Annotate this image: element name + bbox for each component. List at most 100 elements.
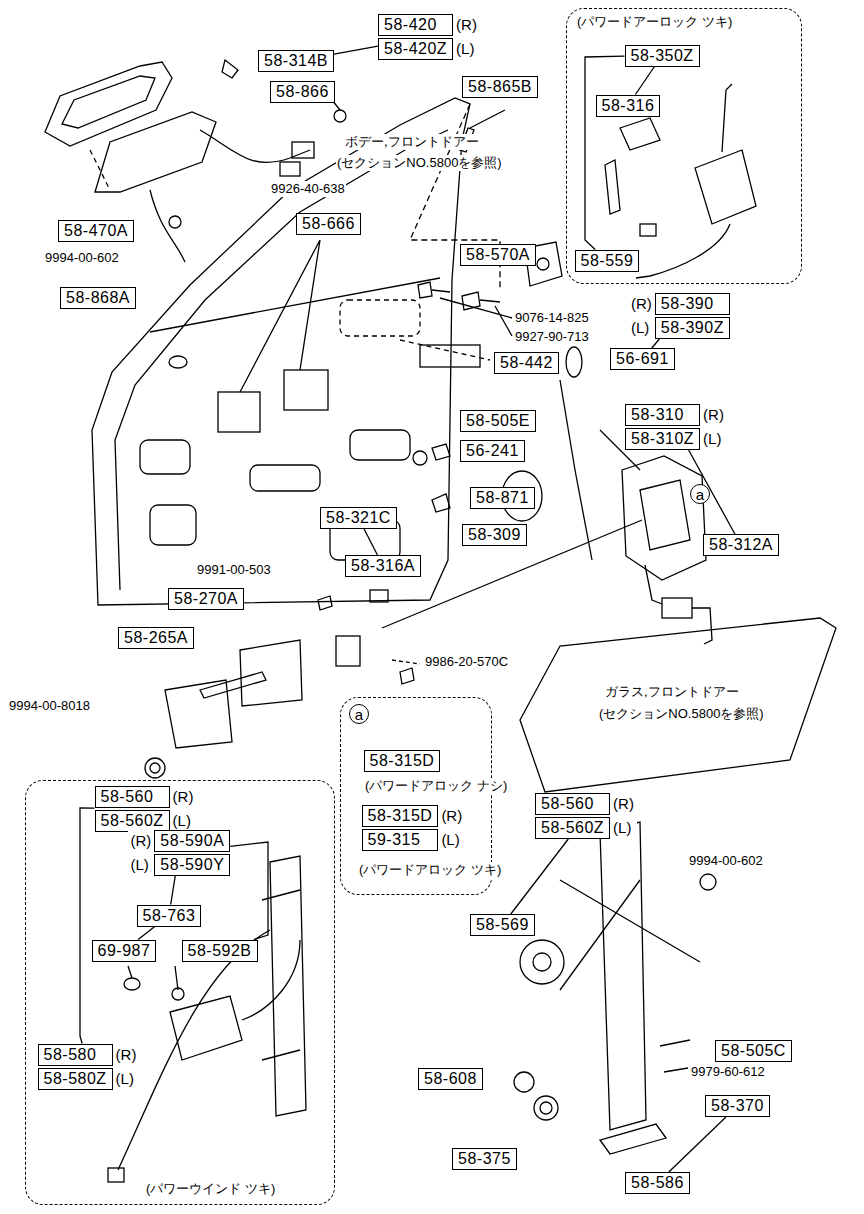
side-mark: (L) <box>170 811 197 831</box>
part-label: 9926-40-638 <box>270 181 346 197</box>
side-mark: (R) <box>170 787 197 807</box>
callout-number: 58-375 <box>452 1148 517 1170</box>
part-callout: 58-470A <box>58 220 134 242</box>
regulator-arm <box>560 880 700 990</box>
option-region: (パワーウインド ツキ)58-560(R)58-560Z(L)(R)58-590… <box>25 780 335 1205</box>
connector <box>662 598 692 618</box>
part-callout: 58-315D <box>364 750 441 772</box>
leader-line <box>240 240 320 392</box>
part-callout: 58-505E <box>460 410 536 432</box>
part-callout: 58-314B <box>258 50 334 72</box>
sheet <box>420 345 480 367</box>
bracket-line <box>635 67 654 95</box>
callout-number: 58-321C <box>320 507 397 529</box>
callout-number: 58-350Z <box>625 45 700 67</box>
side-mark: (L) <box>438 830 465 850</box>
part-callout: 58-316 <box>596 95 661 117</box>
part-callout: 58-763 <box>137 905 202 927</box>
bracket-line <box>511 839 569 914</box>
part-label: (パワードアロック ナシ) <box>364 778 508 794</box>
service-hole <box>350 430 410 460</box>
clip <box>336 636 360 666</box>
outer-handle-detail <box>62 76 155 128</box>
part-label: 9076-14-825 <box>514 310 590 326</box>
callout-number: 58-390 <box>655 293 730 315</box>
callout-number: 58-505C <box>715 1040 792 1062</box>
inner-handle <box>95 112 216 192</box>
part-callout: 58-560(R)58-560Z(L) <box>535 793 637 839</box>
callout-number: 58-592B <box>182 940 258 962</box>
side-mark: (L) <box>128 855 155 875</box>
regulator-rail <box>270 856 306 1116</box>
callout-number: 58-569 <box>470 914 535 936</box>
service-hole <box>340 300 420 336</box>
door-panel <box>92 98 470 605</box>
window-handle <box>600 1124 666 1154</box>
callout-number: 58-866 <box>270 81 335 103</box>
bracket <box>620 118 660 150</box>
wire-harness <box>150 190 185 262</box>
nut <box>700 874 716 890</box>
wire <box>645 565 662 604</box>
door-glass <box>520 618 836 792</box>
part-callout: 58-592B <box>182 940 258 962</box>
part-callout: 58-375 <box>452 1148 517 1170</box>
bracket-line <box>334 46 378 54</box>
washer <box>534 1096 558 1120</box>
callout-number: 58-315D <box>362 805 439 827</box>
leader-line <box>440 298 512 336</box>
callout-number: 58-505E <box>460 410 536 432</box>
callout-number: 58-390Z <box>655 317 730 339</box>
part-callout: (R)58-390(L)58-390Z <box>628 293 730 339</box>
callout-number: 58-570A <box>460 244 536 266</box>
callout-number: 58-310Z <box>625 428 700 450</box>
callout-number: 58-871 <box>470 487 535 509</box>
service-hole <box>250 465 320 491</box>
part-label: ガラス,フロントドアー <box>604 684 740 700</box>
seal-pad <box>284 370 328 410</box>
leader-line <box>392 660 420 664</box>
clip <box>432 494 450 512</box>
grommet <box>413 451 427 465</box>
callout-number: 58-309 <box>462 524 527 546</box>
side-mark: (R) <box>128 831 155 851</box>
part-label: (パワードアロック ツキ) <box>358 862 502 878</box>
bracket-line <box>171 876 176 905</box>
part-callout: 58-866 <box>270 81 335 103</box>
part-callout: 58-420(R)58-420Z(L) <box>378 14 480 60</box>
callout-number: 58-560Z <box>95 810 170 832</box>
part-label: 9927-90-713 <box>514 329 590 345</box>
callout-number: 58-666 <box>296 213 361 235</box>
bracket-line <box>138 927 155 940</box>
part-callout: 58-370 <box>705 1095 770 1117</box>
clip <box>124 978 140 990</box>
side-mark: (R) <box>453 15 480 35</box>
callout-number: 58-560 <box>95 786 170 808</box>
callout-number: 58-470A <box>58 220 134 242</box>
part-callout: 69-987 <box>92 940 157 962</box>
clip <box>370 590 388 602</box>
part-callout: 58-316A <box>345 555 421 577</box>
leader-line <box>90 150 110 190</box>
part-label: 9994-00-602 <box>688 853 764 869</box>
callout-number: 58-580 <box>38 1044 113 1066</box>
callout-number: 69-987 <box>92 940 157 962</box>
connector <box>108 1168 124 1182</box>
clip <box>172 988 184 1000</box>
bezel <box>165 680 232 748</box>
part-label: 9994-00-602 <box>44 250 120 266</box>
callout-number: 58-560 <box>535 793 610 815</box>
option-region: (パワードアーロック ツキ)58-350Z58-31658-559 <box>566 8 802 284</box>
callout-number: 58-315D <box>364 750 441 772</box>
callout-number: 58-865B <box>462 76 538 98</box>
screw <box>418 282 450 298</box>
bolt <box>660 1040 690 1072</box>
bracket-line <box>80 808 95 1044</box>
part-label: ボデー,フロントドアー <box>344 134 480 150</box>
callout-number: 58-560Z <box>535 817 610 839</box>
actuator-rod <box>722 84 732 152</box>
callout-number: 58-310 <box>625 404 700 426</box>
part-label: 9991-00-503 <box>196 562 272 578</box>
part-callout: (R)58-590A(L)58-590Y <box>128 830 231 876</box>
